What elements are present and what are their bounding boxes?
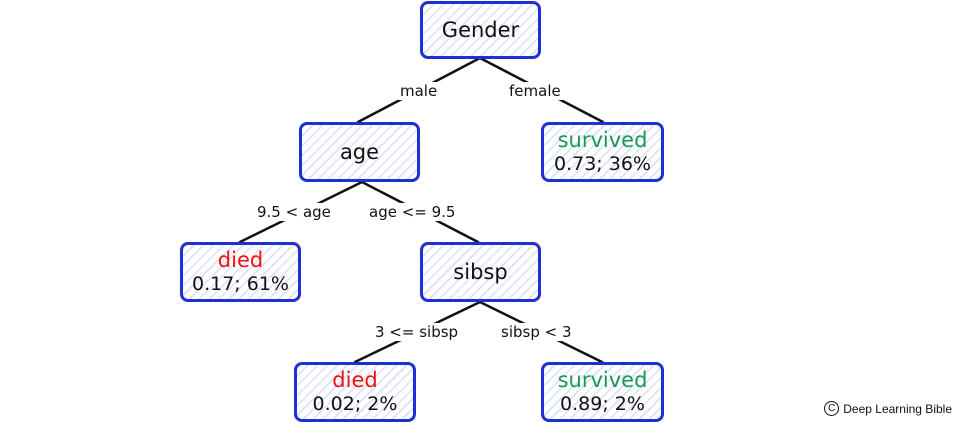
edge-label-age-gt: 9.5 < age xyxy=(255,203,333,221)
node-age: age xyxy=(299,122,420,182)
node-young-leaf-value: 0.17; 61% xyxy=(192,273,289,295)
credit: C Deep Learning Bible xyxy=(824,401,952,416)
node-female-leaf-label: survived xyxy=(557,128,648,152)
node-age-label: age xyxy=(339,140,380,164)
edge-label-age-le: age <= 9.5 xyxy=(367,203,458,221)
node-young-leaf-label: died xyxy=(217,248,264,272)
node-sibsp-many-leaf-label: died xyxy=(332,368,378,392)
node-sibsp-few-leaf-value: 0.89; 2% xyxy=(560,393,645,415)
node-sibsp: sibsp xyxy=(420,242,541,302)
node-sibsp-few-leaf-label: survived xyxy=(557,368,648,392)
node-sibsp-many-leaf: died 0.02; 2% xyxy=(294,362,416,422)
node-female-leaf-value: 0.73; 36% xyxy=(554,153,651,175)
credit-text: Deep Learning Bible xyxy=(843,401,952,416)
edge-label-sibsp-lt: sibsp < 3 xyxy=(499,323,574,341)
node-sibsp-few-leaf: survived 0.89; 2% xyxy=(541,362,664,422)
edge-label-sibsp-ge: 3 <= sibsp xyxy=(373,323,461,341)
node-sibsp-label: sibsp xyxy=(453,260,508,284)
node-female-leaf: survived 0.73; 36% xyxy=(541,122,664,182)
edge-label-male: male xyxy=(398,82,440,100)
node-gender: Gender xyxy=(420,1,541,59)
node-sibsp-many-leaf-value: 0.02; 2% xyxy=(312,393,398,415)
node-gender-label: Gender xyxy=(441,18,520,42)
edge-label-female: female xyxy=(507,82,563,100)
copyright-icon: C xyxy=(824,401,840,416)
node-young-leaf: died 0.17; 61% xyxy=(180,242,301,302)
